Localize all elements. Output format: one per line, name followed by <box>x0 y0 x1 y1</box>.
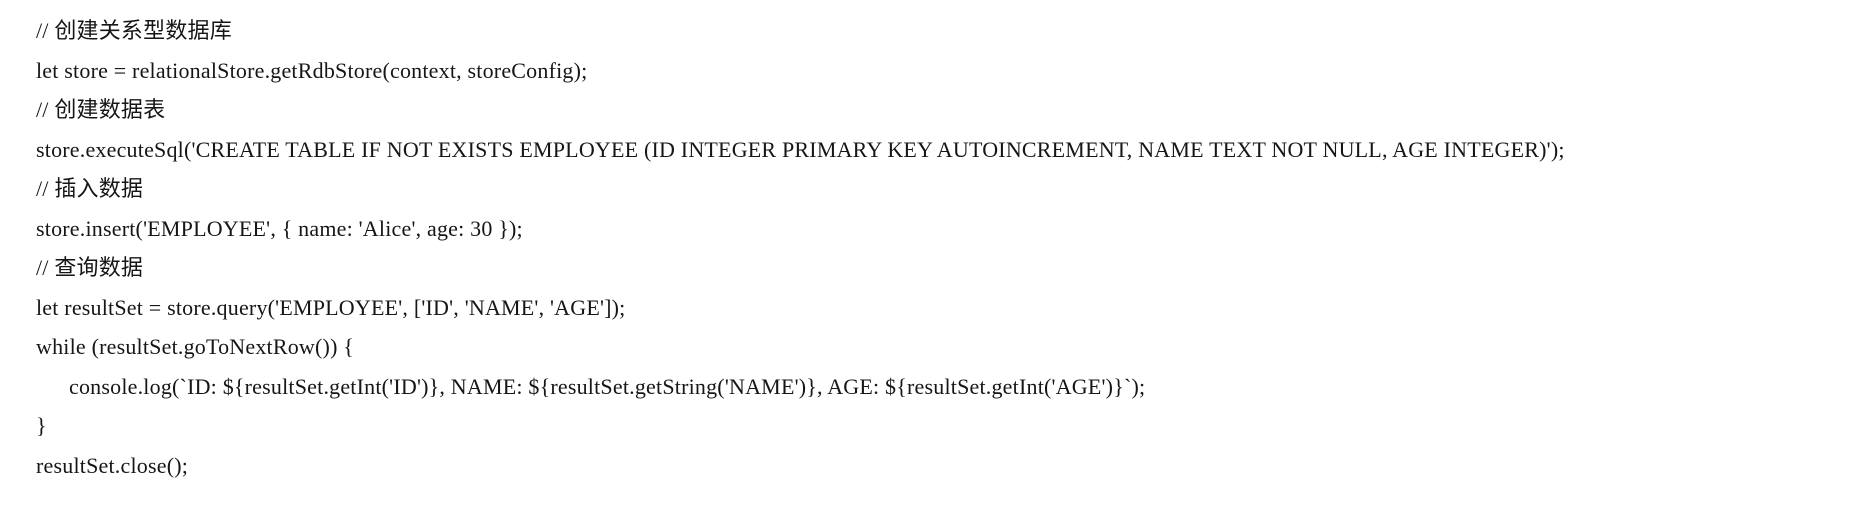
code-line-comment: // 查询数据 <box>36 255 144 280</box>
code-line: store.executeSql('CREATE TABLE IF NOT EX… <box>36 136 1565 162</box>
code-line: store.insert('EMPLOYEE', { name: 'Alice'… <box>36 215 523 241</box>
code-line: resultSet.close(); <box>36 452 189 478</box>
code-line-comment: // 插入数据 <box>36 176 144 201</box>
code-line: let store = relationalStore.getRdbStore(… <box>36 57 588 83</box>
code-line: let resultSet = store.query('EMPLOYEE', … <box>36 294 626 320</box>
code-line: console.log(`ID: ${resultSet.getInt('ID'… <box>69 373 1146 399</box>
code-line-comment: // 创建数据表 <box>36 97 166 122</box>
code-block: // 创建关系型数据库 let store = relationalStore.g… <box>36 11 1850 485</box>
code-line-comment: // 创建关系型数据库 <box>36 18 232 43</box>
code-line: } <box>36 413 47 438</box>
code-line: while (resultSet.goToNextRow()) { <box>36 334 355 359</box>
